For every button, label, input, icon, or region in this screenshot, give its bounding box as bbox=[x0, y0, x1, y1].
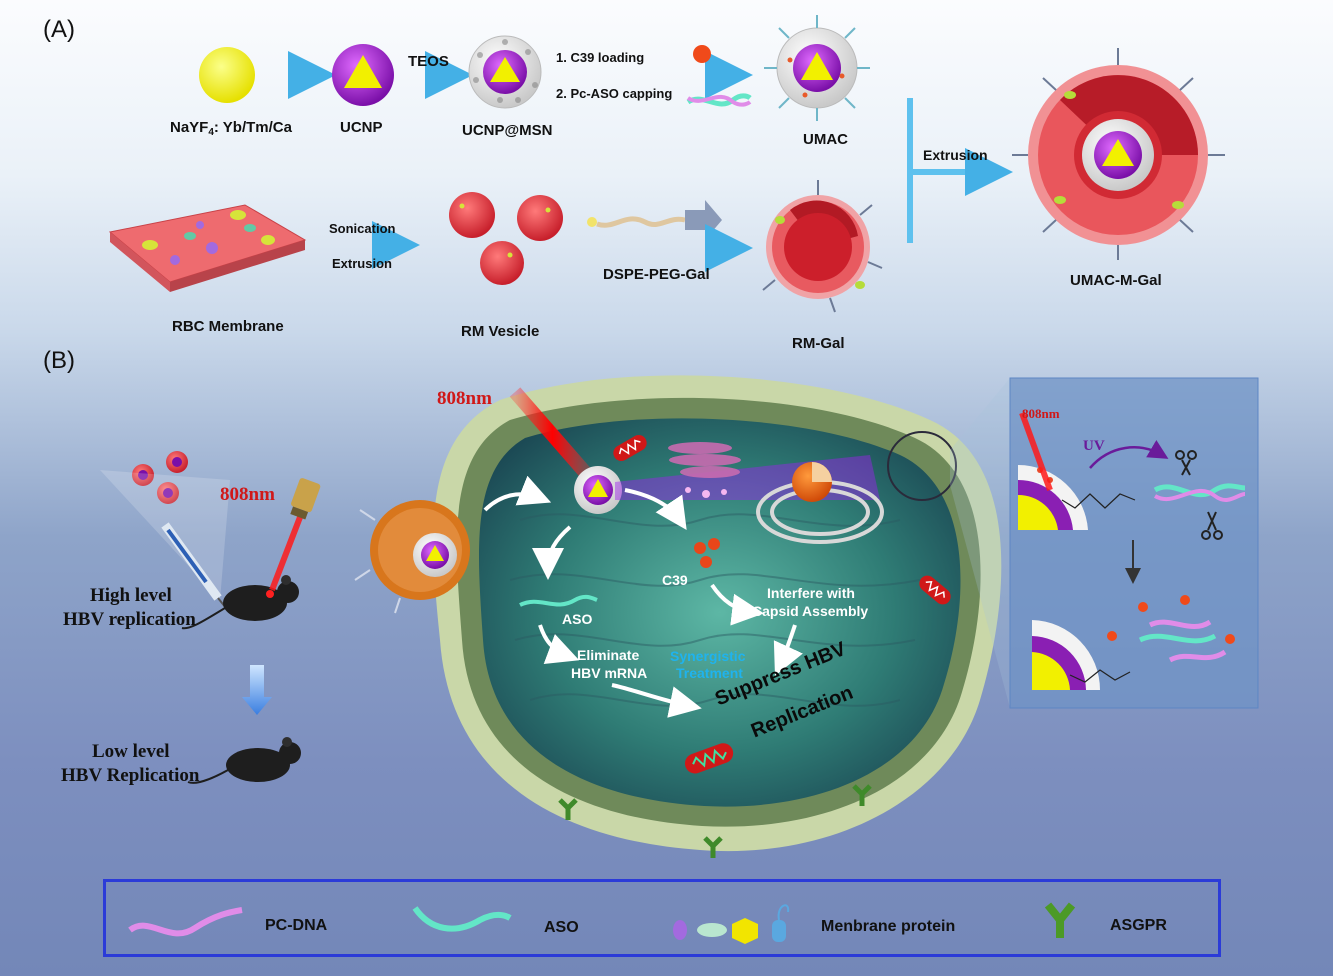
golgi bbox=[668, 442, 741, 478]
pink-dots bbox=[685, 487, 727, 498]
interfere-line1: Interfere with bbox=[767, 585, 855, 601]
scissors-icon-2 bbox=[1201, 511, 1223, 540]
teos-label: TEOS bbox=[408, 53, 449, 70]
mitochondria bbox=[613, 435, 951, 774]
extrusion-right-label: Extrusion bbox=[923, 147, 988, 163]
ucnp-msn-label: UCNP@MSN bbox=[462, 122, 553, 139]
umac-particle bbox=[764, 15, 870, 121]
ucnp-particle bbox=[332, 44, 394, 106]
mouse-low-level bbox=[187, 737, 301, 784]
nayf4-label: NaYF4: Yb/Tm/Ca bbox=[170, 119, 292, 138]
inset-laser-label: 808nm bbox=[1022, 406, 1060, 421]
nayf4-label-rest: : Yb/Tm/Ca bbox=[213, 119, 292, 136]
c39-molecules bbox=[694, 538, 720, 568]
c39-drug-dot bbox=[693, 45, 711, 63]
inset-top-particle bbox=[1018, 411, 1246, 540]
eliminate-line2: HBV mRNA bbox=[571, 665, 648, 681]
laser-mouse-label: 808nm bbox=[220, 484, 275, 505]
sonication-label: Sonication bbox=[329, 221, 396, 236]
magnifier-projection bbox=[950, 378, 1010, 708]
ucnp-msn-particle bbox=[468, 35, 542, 109]
eliminate-line1: Eliminate bbox=[577, 647, 640, 663]
process-arrows bbox=[483, 475, 803, 718]
legend-asgpr-icon bbox=[1044, 902, 1076, 938]
inset-bottom-particle bbox=[1032, 595, 1235, 690]
aso-in-cell bbox=[519, 594, 598, 607]
ucnp-in-cell bbox=[574, 466, 622, 514]
nanoparticle-endocytosis bbox=[354, 500, 470, 614]
legend-pc-dna-icon bbox=[128, 907, 243, 937]
extrusion-bracket bbox=[907, 98, 1013, 243]
inset-panel bbox=[1009, 377, 1259, 709]
interfere-line2: Capsid Assembly bbox=[752, 603, 869, 619]
nayf4-label-sub: 4 bbox=[208, 127, 214, 138]
umac-label: UMAC bbox=[803, 131, 848, 148]
legend-asgpr-label: ASGPR bbox=[1110, 917, 1167, 934]
pc-aso-strand bbox=[686, 93, 752, 107]
scissors-icon bbox=[1175, 450, 1197, 476]
umac-m-gal-label: UMAC-M-Gal bbox=[1070, 272, 1162, 289]
dspe-peg-gal-label: DSPE-PEG-Gal bbox=[603, 266, 710, 283]
ucnp-label: UCNP bbox=[340, 119, 383, 136]
panel-b-label: (B) bbox=[43, 347, 75, 374]
inset-uv-label: UV bbox=[1083, 438, 1105, 454]
umac-m-gal-particle bbox=[1012, 48, 1225, 260]
rm-gal-particle bbox=[762, 180, 883, 313]
rm-gal-label: RM-Gal bbox=[792, 335, 845, 352]
rbc-membrane-sheet bbox=[108, 204, 307, 292]
mouse-laser-beam bbox=[269, 510, 305, 592]
nucleus-er bbox=[756, 462, 884, 544]
high-level-line1: High level bbox=[90, 585, 172, 606]
legend-membrane-protein-label: Menbrane protein bbox=[821, 918, 956, 935]
nayf4-label-main: NaYF bbox=[170, 119, 209, 136]
nayf4-core-particle bbox=[199, 47, 255, 103]
c39-cell-label: C39 bbox=[662, 572, 688, 588]
cell-laser-beam bbox=[509, 387, 596, 483]
rm-vesicle-label: RM Vesicle bbox=[461, 323, 540, 340]
legend-pc-dna-label: PC-DNA bbox=[265, 917, 328, 934]
magnifier-circle bbox=[887, 431, 957, 501]
step1-label: 1. C39 loading bbox=[556, 50, 645, 65]
rm-vesicles bbox=[449, 192, 563, 285]
step2-label: 2. Pc-ASO capping bbox=[556, 86, 673, 101]
low-level-line2: HBV Replication bbox=[61, 765, 200, 786]
dspe-peg-gal-molecule bbox=[587, 200, 722, 240]
extrusion-left-label: Extrusion bbox=[332, 256, 392, 271]
objective-lens bbox=[290, 478, 321, 520]
synergistic-line2: Treatment bbox=[676, 665, 743, 681]
blue-down-arrow bbox=[242, 665, 272, 715]
legend-aso-label: ASO bbox=[544, 919, 579, 936]
mouse-high-level bbox=[181, 575, 299, 630]
injected-nanoparticles bbox=[132, 451, 188, 504]
panel-a-label: (A) bbox=[43, 16, 75, 43]
legend-aso-icon bbox=[412, 906, 512, 932]
legend-membrane-protein-icon bbox=[673, 904, 790, 944]
low-level-line1: Low level bbox=[92, 741, 170, 762]
high-level-line2: HBV replication bbox=[63, 609, 196, 630]
aso-cell-label: ASO bbox=[562, 611, 593, 627]
rbc-membrane-label: RBC Membrane bbox=[172, 318, 284, 335]
laser-top-label: 808nm bbox=[437, 388, 492, 409]
synergistic-line1: Synergistic bbox=[670, 648, 746, 664]
legend-box bbox=[103, 879, 1221, 957]
